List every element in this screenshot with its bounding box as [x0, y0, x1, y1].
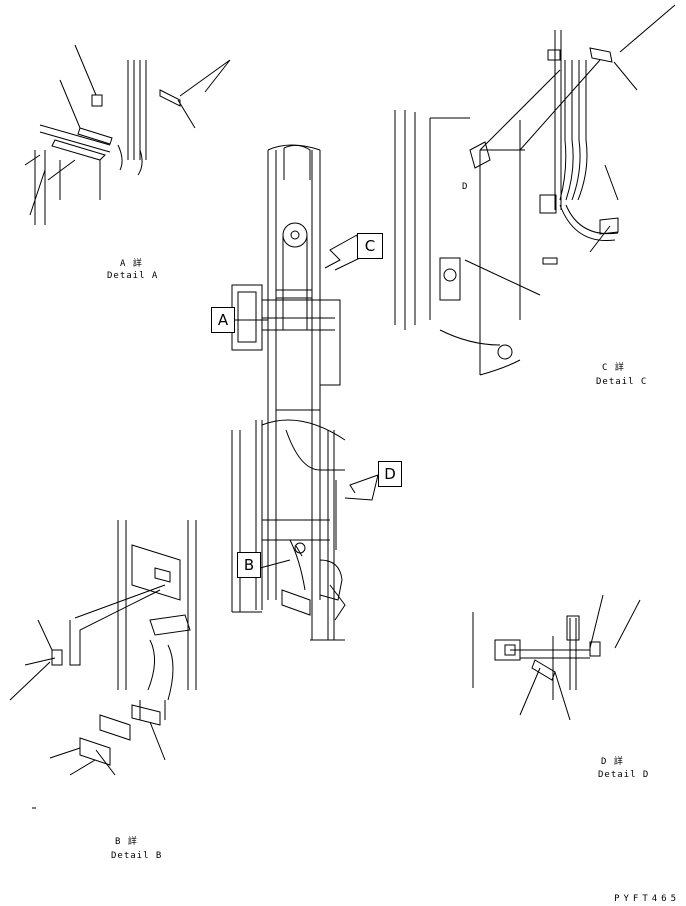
detail-a-drawing [24, 44, 231, 225]
detail-c-caption: Detail C [596, 377, 648, 387]
detail-b-mark: B 詳 [115, 837, 138, 847]
detail-a-mark: A 詳 [120, 259, 143, 269]
detail-c-drawing [394, 4, 676, 376]
detail-d-caption: Detail D [598, 770, 650, 780]
drawing-code: PYFT465 [614, 894, 680, 904]
panel-d-letter: D [462, 182, 469, 192]
detail-a-caption: Detail A [107, 271, 159, 281]
detail-d-mark: D 詳 [601, 757, 624, 767]
detail-b-caption: Detail B [111, 851, 163, 861]
callout-box-d: D [378, 461, 402, 487]
callout-box-a: A [211, 307, 235, 333]
detail-c-mark: C 詳 [602, 363, 625, 373]
callout-box-b: B [237, 552, 261, 578]
detail-b-drawing [9, 520, 197, 776]
callout-box-c: C [357, 233, 383, 259]
detail-d-drawing [472, 594, 641, 721]
mast-assembly [231, 144, 346, 641]
